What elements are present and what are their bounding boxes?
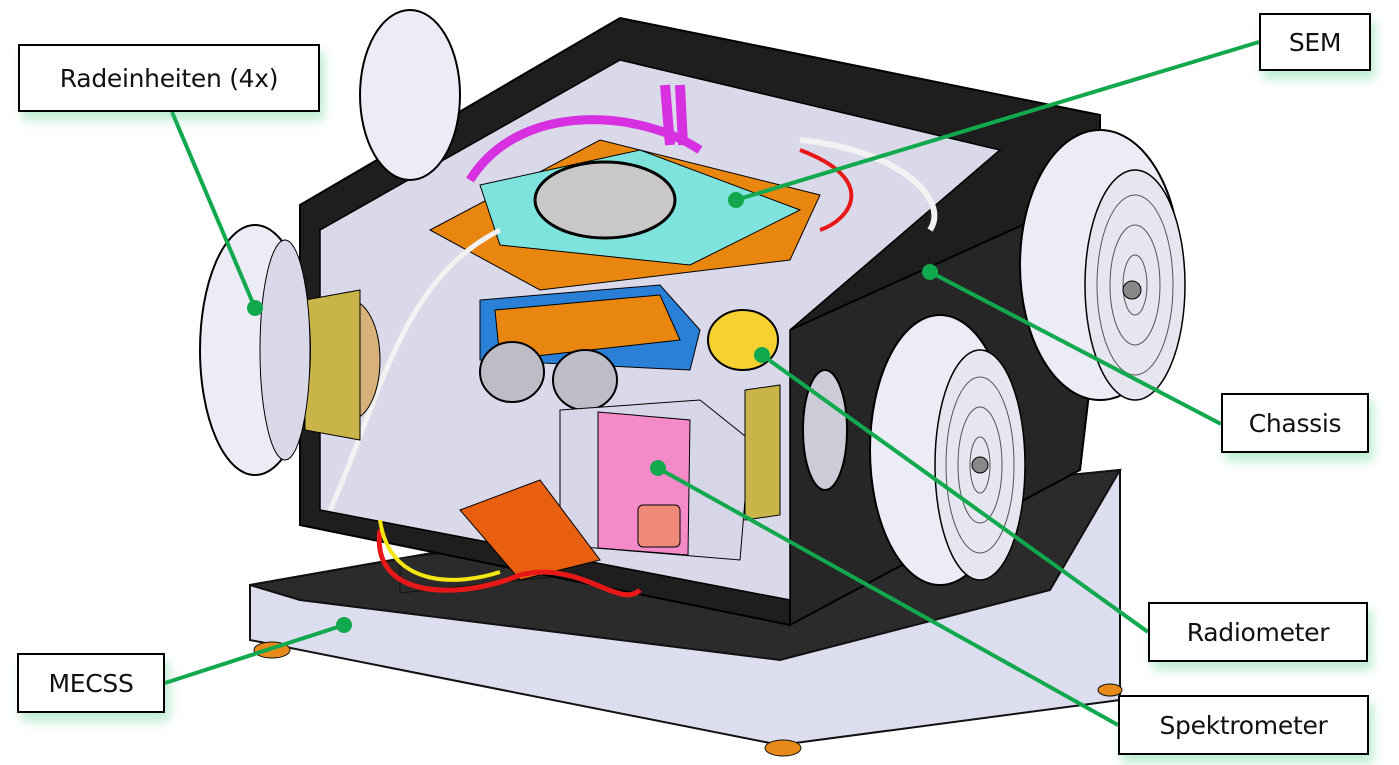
leader-line-radiometer — [760, 353, 1150, 634]
leader-dot-mecss — [336, 617, 352, 633]
leader-line-sem — [735, 40, 1260, 202]
internal-components — [304, 84, 938, 598]
label-sem: SEM — [1259, 13, 1371, 71]
leader-dot-chassis — [922, 264, 938, 280]
leader-lines — [164, 40, 1260, 727]
label-spektrometer: Spektrometer — [1118, 695, 1369, 755]
leader-line-chassis — [929, 270, 1222, 426]
wheel-front-right — [869, 314, 1026, 586]
wheel-rear-left — [359, 9, 461, 181]
wheel-front-left — [199, 224, 311, 476]
label-radiometer: Radiometer — [1148, 602, 1368, 662]
leader-dot-radeinheiten — [247, 300, 263, 316]
leader-dot-sem — [728, 192, 744, 208]
label-mecss: MECSS — [17, 653, 165, 713]
label-chassis: Chassis — [1221, 393, 1369, 453]
wheel-rear-right — [1019, 129, 1186, 401]
leader-line-mecss — [164, 623, 345, 685]
leader-dot-spektrometer — [650, 460, 666, 476]
leader-dot-radiometer — [754, 347, 770, 363]
label-radeinheiten: Radeinheiten (4x) — [18, 44, 320, 112]
leader-line-spektrometer — [657, 466, 1119, 727]
wheel-units — [199, 9, 1186, 586]
leader-line-radeinheiten — [170, 111, 257, 309]
